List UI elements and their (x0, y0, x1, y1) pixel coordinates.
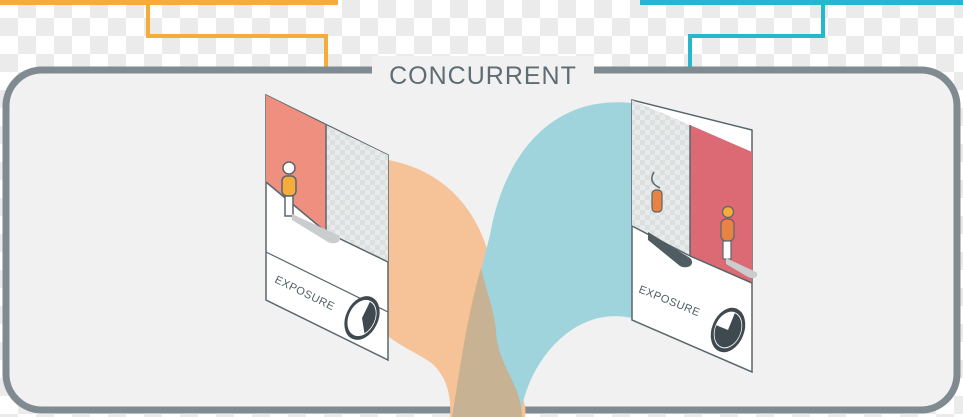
left-shadow-icon (292, 214, 341, 244)
title-background (372, 56, 594, 92)
left-arrow-line (146, 0, 328, 90)
left-top-bar (0, 0, 338, 5)
left-camera-card: EXPOSURE (265, 93, 389, 362)
right-person-icon (720, 205, 735, 260)
right-timer-icon (710, 307, 746, 353)
title-label: CONCURRENT (389, 62, 577, 90)
overlap-flow-band (452, 268, 522, 417)
right-flow-band (452, 102, 632, 417)
right-card-checker-panel (632, 100, 690, 256)
left-timer-icon (344, 296, 380, 340)
left-card-color-panel (266, 95, 326, 232)
left-person-icon (281, 161, 297, 217)
right-top-bar (640, 0, 963, 5)
right-camera-card: EXPOSURE (631, 99, 758, 374)
right-person-ghost-icon (651, 171, 663, 213)
right-card-color-panel (690, 125, 752, 283)
left-card-checker-panel (326, 125, 388, 262)
right-shadow-icon (648, 232, 693, 268)
